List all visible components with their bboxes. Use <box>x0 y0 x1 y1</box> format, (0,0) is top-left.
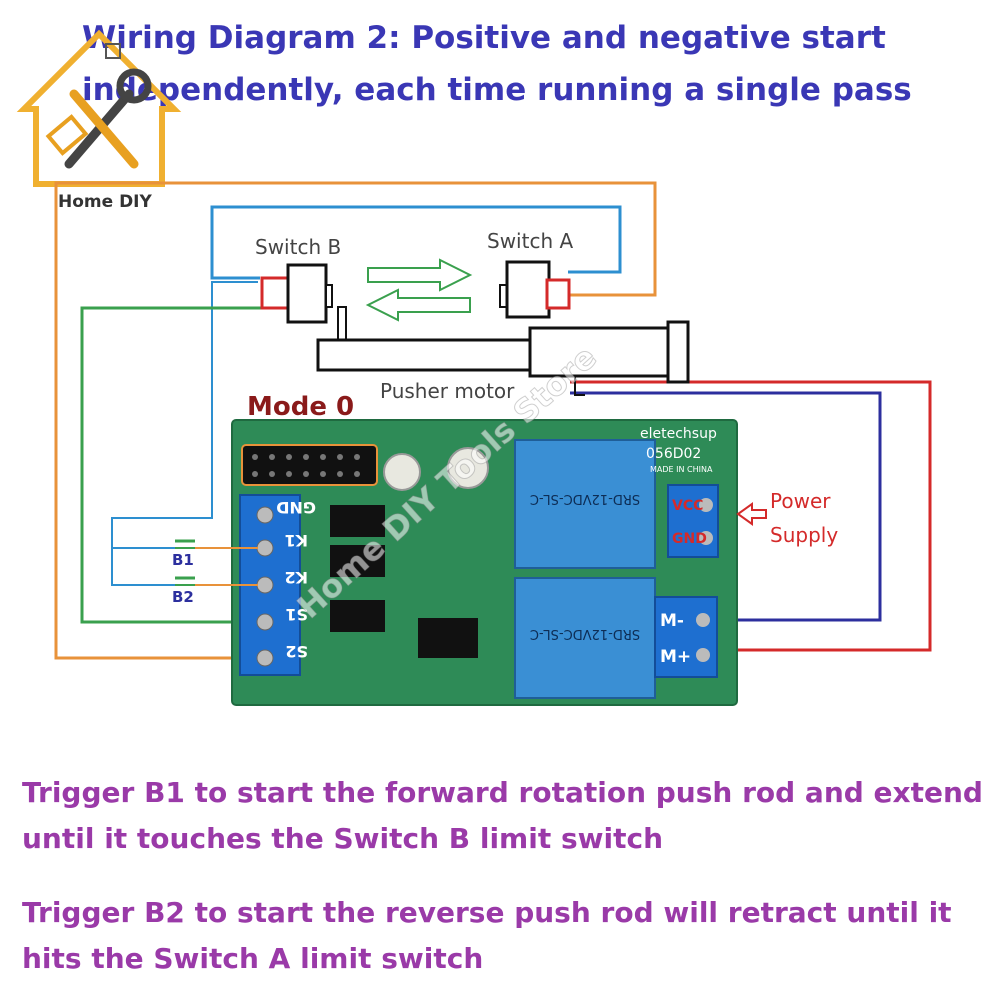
wire-blue <box>210 205 622 280</box>
power-label-1: Power <box>770 489 831 513</box>
wire-red <box>570 380 932 652</box>
board-model: 056D02 <box>646 446 701 462</box>
button-b2 <box>175 576 195 586</box>
title-line-2: independently, each time running a singl… <box>82 72 912 108</box>
diagram-title: Wiring Diagram 2: Positive and negative … <box>82 12 982 116</box>
switch-b <box>260 263 333 324</box>
logo-text: Home DIY <box>58 192 152 212</box>
wire-blue-2 <box>111 281 258 586</box>
wire-navy <box>570 391 882 622</box>
title-line-1: Wiring Diagram 2: Positive and negative … <box>82 20 886 56</box>
caption-b1-line-1: Trigger B1 to start the forward rotation… <box>22 776 983 809</box>
switch-b-label: Switch B <box>255 235 341 259</box>
relay-1-text: SRD-12VDC-SL-C <box>530 491 640 506</box>
arrow-right-icon <box>367 258 473 292</box>
terminal-power-gnd: GND <box>672 531 707 547</box>
terminal-gnd: GND <box>276 498 316 517</box>
wire-orange <box>54 181 657 660</box>
relay-2-text: SRD-12VDC-SL-C <box>530 626 640 641</box>
terminal-m-plus: M+ <box>660 647 691 667</box>
mode-label: Mode 0 <box>247 392 354 422</box>
home-diy-logo <box>16 29 182 187</box>
caption-b1-line-2: until it touches the Switch B limit swit… <box>22 822 664 855</box>
switch-a-label: Switch A <box>487 229 573 253</box>
board-brand: eletechsup <box>640 426 717 442</box>
pusher-motor <box>316 306 690 396</box>
power-label-2: Supply <box>770 523 838 547</box>
terminal-vcc: VCC <box>672 498 703 514</box>
motor-terminal-block <box>654 596 718 678</box>
motor-label: Pusher motor <box>380 379 515 403</box>
wire-green <box>80 306 265 624</box>
terminal-k2: K2 <box>284 568 308 587</box>
button-b2-label: B2 <box>172 588 194 606</box>
caption-b2: Trigger B2 to start the reverse push rod… <box>22 890 997 982</box>
caption-b1: Trigger B1 to start the forward rotation… <box>22 770 997 862</box>
arrow-left-icon <box>365 288 471 322</box>
wiring-diagram: Switch B Switch A Pusher motor Mode 0 <box>54 181 932 706</box>
button-b1 <box>175 539 195 549</box>
terminal-m-minus: M- <box>660 611 684 631</box>
power-terminal-block <box>667 484 719 558</box>
board-made-in: MADE IN CHINA <box>650 465 713 474</box>
switch-a <box>499 260 571 319</box>
terminal-s2: S2 <box>285 642 308 661</box>
button-b1-label: B1 <box>172 551 194 569</box>
terminal-k1: K1 <box>284 531 308 550</box>
terminal-s1: S1 <box>285 605 308 624</box>
power-arrow-icon <box>736 502 767 526</box>
caption-b2-line-1: Trigger B2 to start the reverse push rod… <box>22 896 952 929</box>
caption-b2-line-2: hits the Switch A limit switch <box>22 942 484 975</box>
